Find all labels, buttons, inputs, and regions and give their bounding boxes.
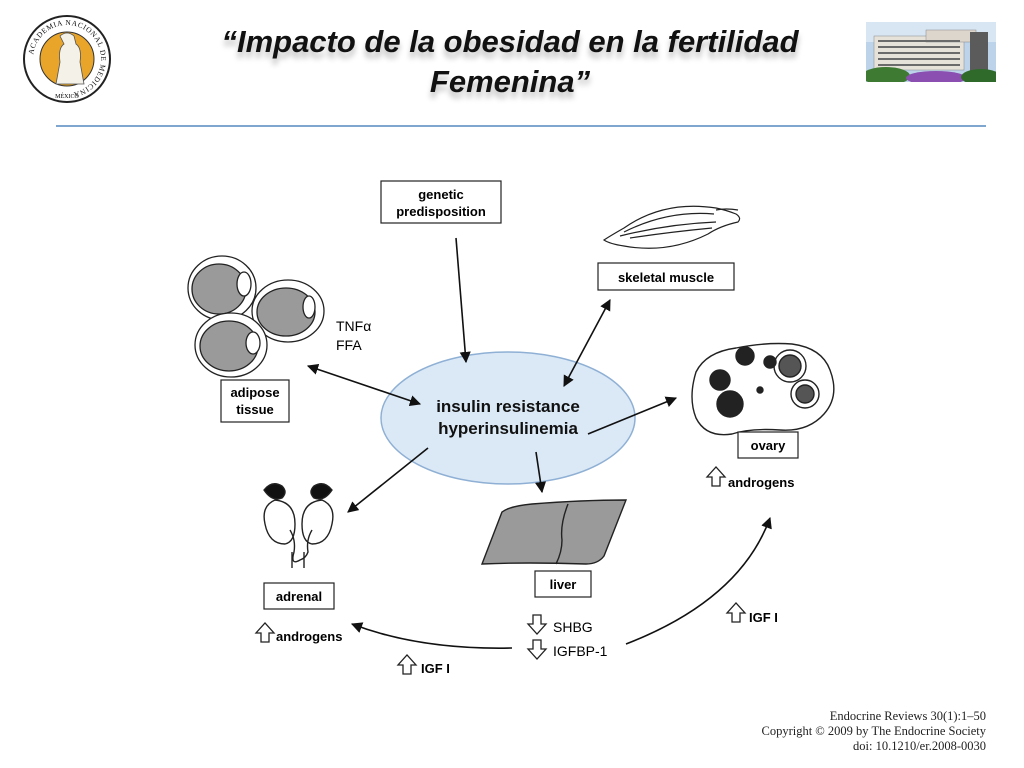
building-photo — [866, 22, 996, 82]
ovary-drawing — [691, 342, 835, 436]
igfbp-label: IGFBP-1 — [553, 643, 608, 659]
genetic-label-line2: predisposition — [396, 204, 486, 219]
adipose-label-line2: tissue — [236, 402, 274, 417]
igf-bottom-label: IGF I — [421, 661, 450, 676]
genetic-box — [380, 180, 502, 224]
up-arrow-icon — [725, 602, 747, 623]
liver-box — [534, 570, 592, 598]
genetic-label-line1: genetic — [418, 187, 464, 202]
citation-line3: doi: 10.1210/er.2008-0030 — [853, 739, 986, 753]
adipose-box — [220, 379, 290, 423]
adrenal-drawing — [263, 483, 334, 568]
adrenal-androgens-label: androgens — [276, 629, 342, 644]
citation: Endocrine Reviews 30(1):1–50 Copyright ©… — [761, 709, 986, 754]
skeletal-muscle-box — [597, 262, 735, 291]
ffa-label: FFA — [336, 337, 362, 353]
liver-label: liver — [550, 577, 577, 592]
ovary-label: ovary — [751, 438, 786, 453]
arrow-center-to-ovary — [587, 396, 678, 435]
shbg-label: SHBG — [553, 619, 593, 635]
ovary-androgens-label: androgens — [728, 475, 794, 490]
arrow-liver-to-adrenal — [350, 622, 513, 649]
logo-bottom-text: MÉXICO — [55, 92, 79, 100]
down-arrow-icon — [526, 639, 548, 660]
up-arrow-icon — [396, 654, 418, 675]
center-ellipse — [380, 351, 636, 485]
arrow-liver-to-ovary — [625, 516, 772, 645]
arrow-center-to-liver — [534, 451, 547, 494]
slide-title-line1: “Impacto de la obesidad en la fertilidad — [221, 24, 799, 59]
slide-title: “Impacto de la obesidad en la fertilidad… — [150, 22, 870, 102]
center-label-line1: insulin resistance — [436, 397, 580, 416]
academia-logo: ACADEMIA NACIONAL DE MEDICINA MÉXICO — [23, 15, 111, 103]
down-arrow-icon — [526, 614, 548, 635]
slide-title-line2: Femenina” — [429, 64, 591, 99]
adipose-label-line1: adipose — [230, 385, 279, 400]
citation-line1: Endocrine Reviews 30(1):1–50 — [829, 709, 986, 723]
skeletal-muscle-label: skeletal muscle — [618, 270, 714, 285]
ovary-box — [737, 431, 799, 459]
tnf-label: TNFα — [336, 318, 371, 334]
arrow-genetic-to-center — [455, 237, 471, 364]
adrenal-label: adrenal — [276, 589, 322, 604]
up-arrow-icon — [705, 466, 727, 487]
arrow-muscle-center — [563, 299, 611, 387]
liver-drawing — [480, 499, 628, 565]
title-underline — [56, 125, 986, 127]
adrenal-box — [263, 582, 335, 610]
up-arrow-icon — [254, 622, 276, 643]
skeletal-muscle-drawing — [602, 205, 741, 249]
arrow-center-to-adrenal — [347, 447, 429, 513]
adipose-cells-drawing — [187, 255, 325, 378]
citation-line2: Copyright © 2009 by The Endocrine Societ… — [761, 724, 986, 738]
igf-right-label: IGF I — [749, 610, 778, 625]
arrow-adipose-center — [306, 363, 422, 407]
center-label-line2: hyperinsulinemia — [438, 419, 578, 438]
